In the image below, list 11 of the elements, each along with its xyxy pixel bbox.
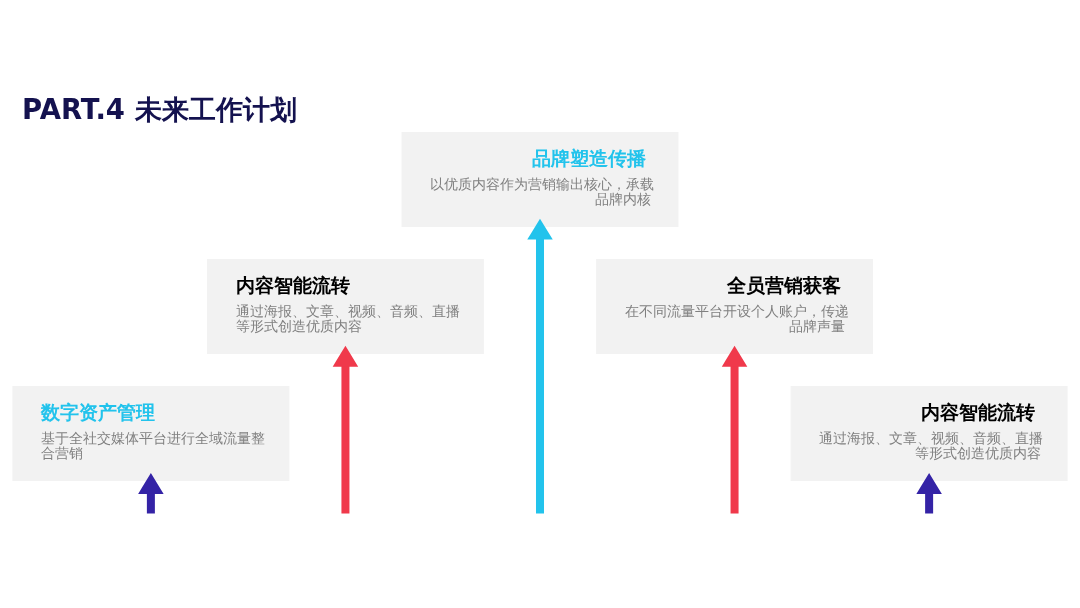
diagram-title: PART.4 未来工作计划	[22, 93, 297, 125]
node-box: 内容智能流转 通过海报、文章、视频、音频、直播等形式创造优质内容	[790, 386, 1068, 481]
node-box: 数字资产管理 基于全社交媒体平台进行全域流量整合营销	[12, 386, 290, 481]
arrow	[332, 345, 359, 514]
node-box: 全员营销获客 在不同流量平台开设个人账户，传递品牌声量	[596, 258, 874, 354]
arrow	[721, 345, 748, 514]
node-box: 品牌塑造传播 以优质内容作为营销输出核心，承载品牌内核	[401, 131, 679, 227]
arrow	[527, 218, 553, 514]
node-box: 内容智能流转 通过海报、文章、视频、音频、直播等形式创造优质内容	[206, 258, 484, 354]
arrow	[138, 473, 164, 514]
arrow	[916, 473, 942, 514]
